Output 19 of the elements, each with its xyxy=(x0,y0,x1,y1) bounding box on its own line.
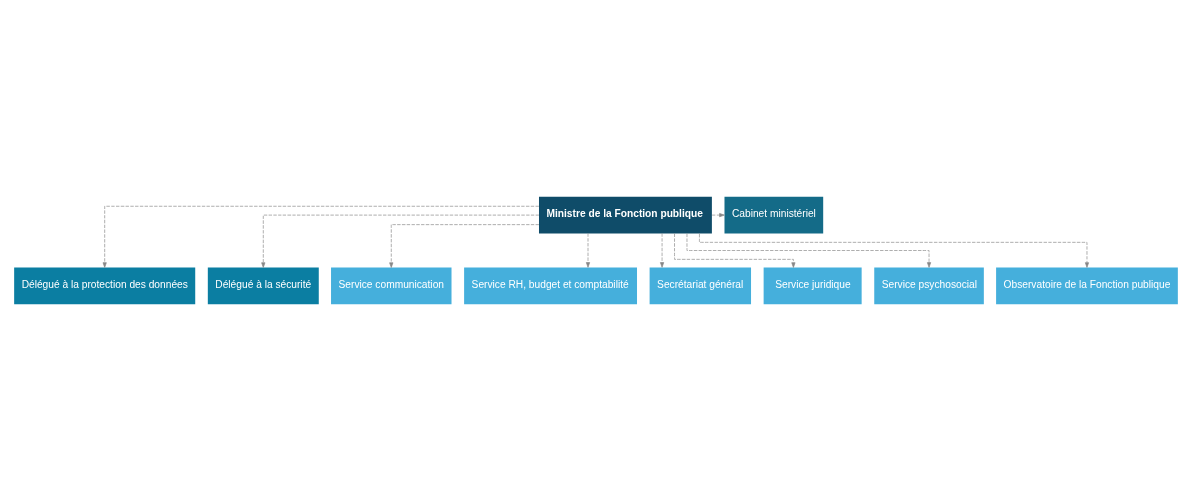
node-box: Cabinet ministériel xyxy=(724,196,824,234)
arrow xyxy=(686,233,932,268)
arrow xyxy=(586,233,590,268)
node-box: Ministre de la Fonction publique xyxy=(539,196,712,234)
node-box: Service psychosocial xyxy=(874,267,984,305)
node-box: Service RH, budget et comptabilité xyxy=(464,267,637,305)
node-box: Service communication xyxy=(331,267,452,305)
node-box: Délégué à la protection des données xyxy=(14,267,196,305)
arrow xyxy=(261,214,540,268)
arrow xyxy=(674,233,796,268)
node-box: Délégué à la sécurité xyxy=(207,267,319,305)
arrow xyxy=(660,233,665,268)
arrow xyxy=(711,213,725,218)
arrow xyxy=(389,224,540,268)
arrow xyxy=(102,205,540,268)
node-box: Observatoire de la Fonction publique xyxy=(996,267,1178,305)
arrow xyxy=(699,233,1089,268)
node-box: Secrétariat général xyxy=(649,267,752,305)
node-box: Service juridique xyxy=(763,267,862,305)
